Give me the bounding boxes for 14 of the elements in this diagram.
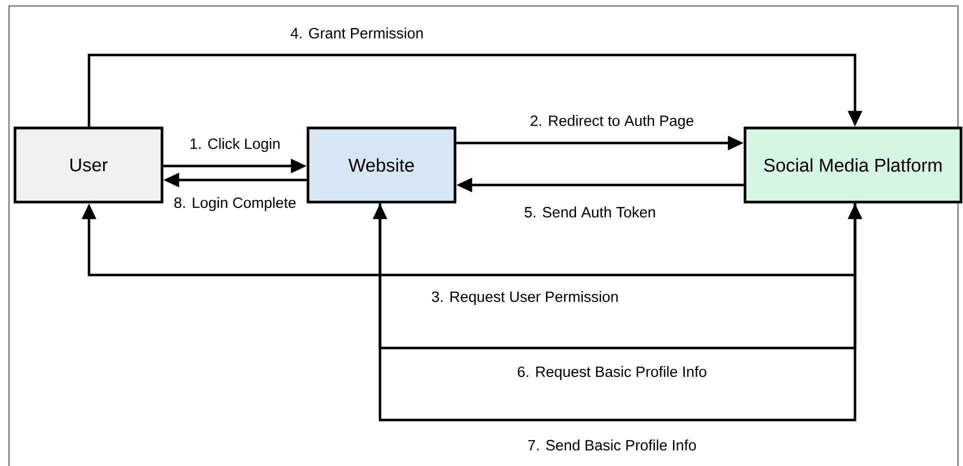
edge-label: 4. Grant Permission [288,26,426,40]
process-box: Website [306,126,456,204]
arrow [372,203,856,422]
arrow [88,54,862,127]
edge-label: 5. Send Auth Token [522,204,658,220]
process-box: User [14,126,164,204]
edge-label: 8. Login Complete [172,195,298,213]
edge-label: 3. Request User Permission [430,289,620,307]
process-box: Social Media Platform [744,126,962,204]
edge-label: 1. Click Login [188,136,282,154]
arrow [82,203,856,276]
edge-label: 2. Redirect to Auth Page [528,113,696,131]
edge-label: 6. Request Basic Profile Info [515,364,709,382]
edge-label: 7. Send Basic Profile Info [526,438,698,452]
